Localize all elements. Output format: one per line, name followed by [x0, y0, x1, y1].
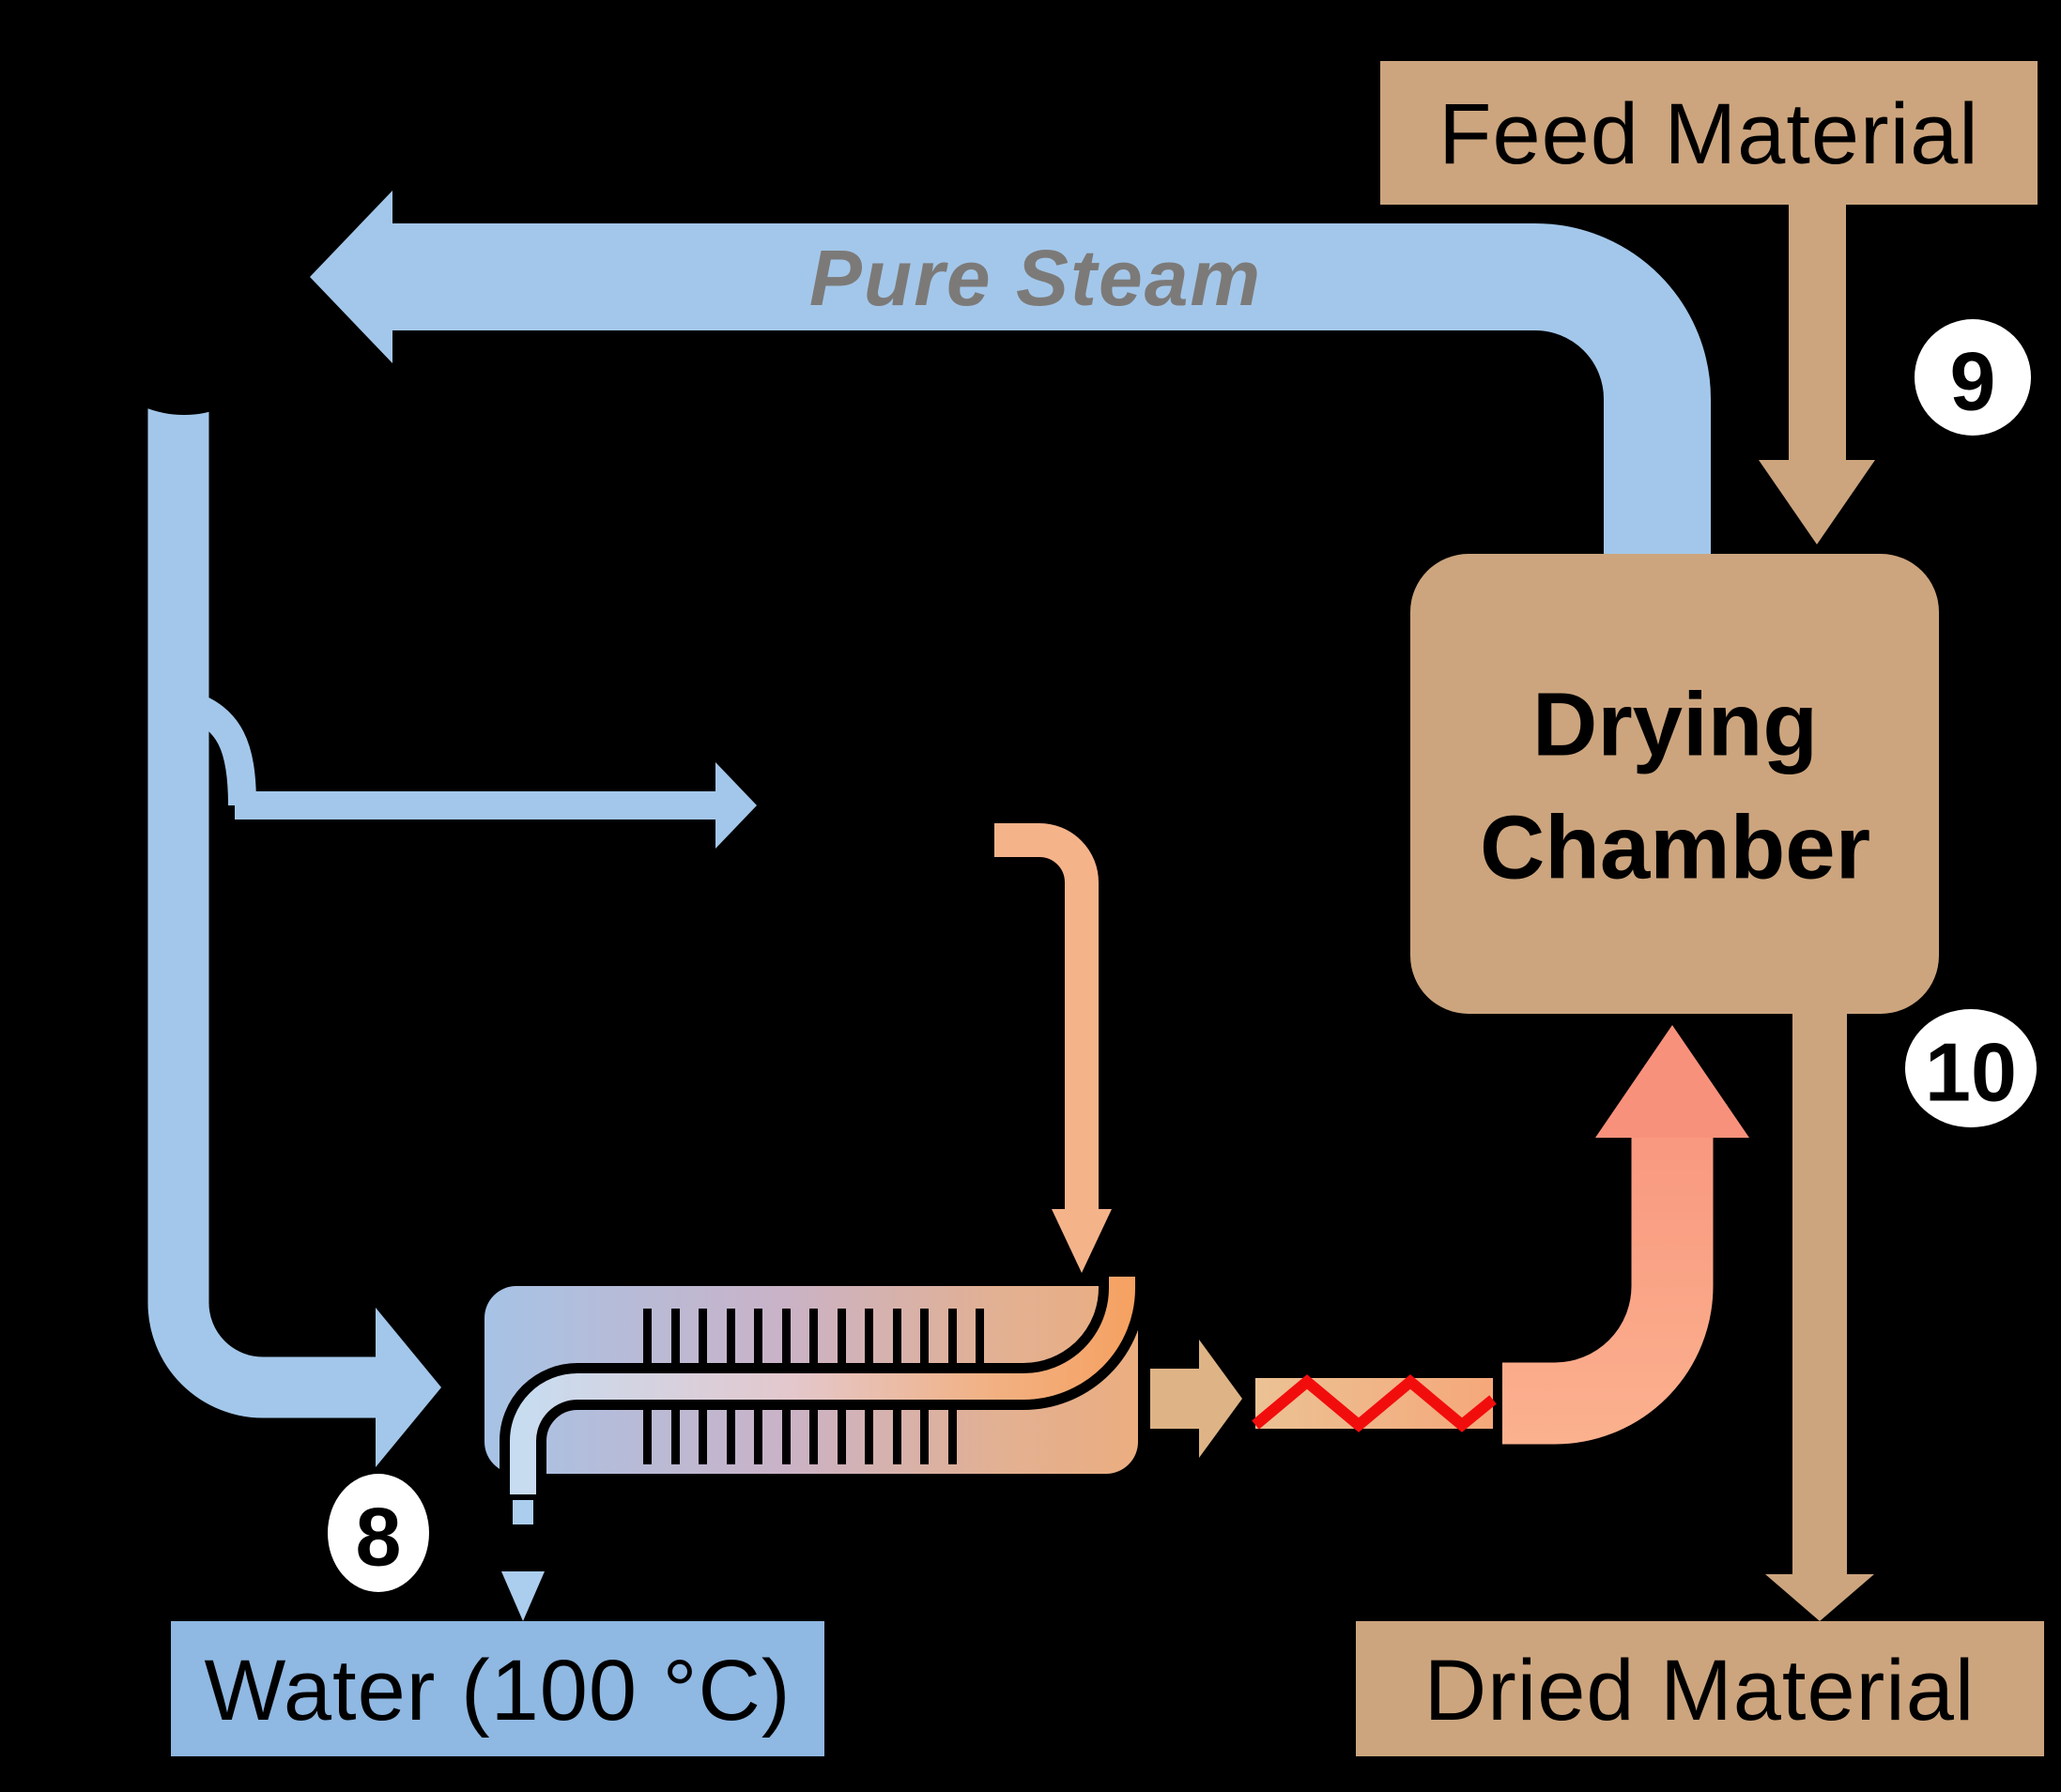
heat-exchanger-fins-top	[643, 1309, 984, 1363]
steam-branch-pipe	[182, 690, 715, 819]
heat-exchanger-fins-bottom	[643, 1410, 957, 1464]
drying-chamber-box	[1410, 554, 1939, 1014]
dried-product-pipe	[1792, 1014, 1847, 1574]
exchanger-outlet-arrowhead	[1199, 1340, 1242, 1458]
water-label: Water (100 °C)	[204, 1643, 791, 1738]
condensate-arrowhead	[501, 1571, 545, 1621]
drying-chamber-label-line1: Drying	[1532, 675, 1818, 775]
condensate-dash	[513, 1500, 533, 1524]
pure-steam-label: Pure Steam	[809, 234, 1262, 322]
dried-product-arrowhead	[1765, 1574, 1874, 1621]
compressor-shape	[770, 746, 988, 901]
pure-steam-duct	[392, 223, 1711, 554]
stream-9-number: 9	[1950, 335, 1996, 428]
pure-steam-arrowhead	[310, 191, 392, 363]
steam-recirculation-pipe	[147, 404, 376, 1418]
stream-8-badge	[328, 1474, 429, 1592]
stream-8-number: 8	[356, 1491, 402, 1584]
dried-material-box	[1356, 1621, 2044, 1756]
stream-10-badge	[1905, 1009, 2037, 1127]
steam-into-exchanger-arrowhead	[376, 1308, 441, 1467]
heater-element-zigzag	[1252, 1374, 1497, 1432]
feed-material-label: Feed Material	[1438, 86, 1978, 182]
steam-branch-arrowhead	[715, 762, 757, 849]
fan-shape	[79, 205, 289, 415]
feed-arrowhead	[1759, 460, 1875, 544]
feed-material-box	[1380, 61, 2038, 205]
hot-air-arrowhead	[1595, 1025, 1749, 1138]
stream-9-badge	[1915, 319, 2031, 436]
drying-chamber-label-line2: Chamber	[1480, 798, 1870, 898]
stream-10-number: 10	[1925, 1026, 2017, 1119]
dried-material-label: Dried Material	[1424, 1643, 1976, 1738]
water-box	[171, 1621, 824, 1756]
compressed-steam-pipe	[994, 823, 1099, 1211]
exchanger-outlet-arrow-shaft	[1150, 1369, 1199, 1429]
exchanger-tube-bore	[510, 1277, 1135, 1494]
compressed-steam-arrowhead	[1052, 1209, 1112, 1273]
hot-air-duct	[1502, 1138, 1714, 1445]
feed-arrow-shaft	[1789, 205, 1846, 462]
